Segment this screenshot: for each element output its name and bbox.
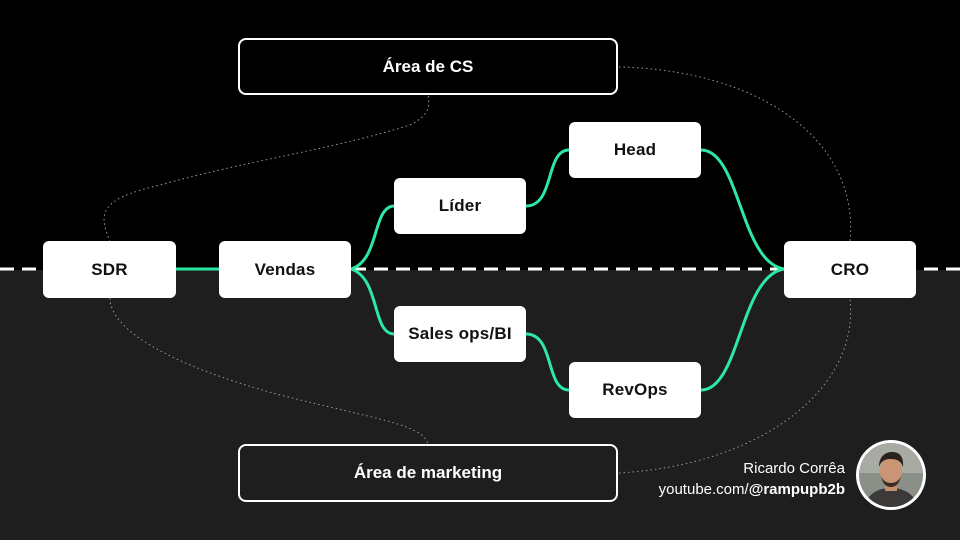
area-cs-label: Área de CS bbox=[382, 56, 474, 76]
node-lider-label: Líder bbox=[438, 196, 482, 215]
link-revops-cro bbox=[700, 267, 785, 392]
node-sales-ops-label: Sales ops/BI bbox=[408, 324, 512, 343]
avatar-portrait-icon bbox=[859, 443, 923, 507]
author-credit: Ricardo Corrêa youtube.com/@rampupb2b bbox=[659, 458, 845, 500]
link-salesops-revops bbox=[525, 332, 570, 392]
node-revops-label: RevOps bbox=[602, 380, 668, 399]
node-cro-label: CRO bbox=[830, 259, 870, 279]
link-lider-head bbox=[525, 148, 570, 208]
author-channel[interactable]: youtube.com/@rampupb2b bbox=[659, 479, 845, 500]
dotted-link-cs-cro bbox=[618, 66, 852, 243]
avatar bbox=[856, 440, 926, 510]
node-head: Head bbox=[569, 122, 701, 178]
node-vendas: Vendas bbox=[219, 241, 351, 298]
node-lider: Líder bbox=[394, 178, 526, 234]
link-vendas-lider bbox=[350, 204, 395, 271]
node-sdr: SDR bbox=[43, 241, 176, 298]
link-head-cro bbox=[700, 148, 785, 271]
area-marketing-label: Área de marketing bbox=[353, 463, 503, 482]
dotted-link-sdr-cs bbox=[103, 94, 430, 243]
channel-url-prefix: youtube.com/ bbox=[658, 481, 749, 498]
node-revops: RevOps bbox=[569, 362, 701, 418]
node-vendas-label: Vendas bbox=[254, 259, 316, 279]
area-marketing-box: Área de marketing bbox=[238, 444, 618, 502]
link-vendas-salesops bbox=[350, 267, 395, 336]
node-cro: CRO bbox=[784, 241, 916, 298]
node-sdr-label: SDR bbox=[91, 259, 128, 279]
node-sales-ops: Sales ops/BI bbox=[394, 306, 526, 362]
author-name: Ricardo Corrêa bbox=[743, 460, 845, 477]
node-head-label: Head bbox=[613, 140, 657, 159]
area-cs-box: Área de CS bbox=[238, 38, 618, 95]
dotted-link-sdr-marketing bbox=[109, 297, 429, 446]
channel-handle: @rampupb2b bbox=[748, 481, 845, 498]
